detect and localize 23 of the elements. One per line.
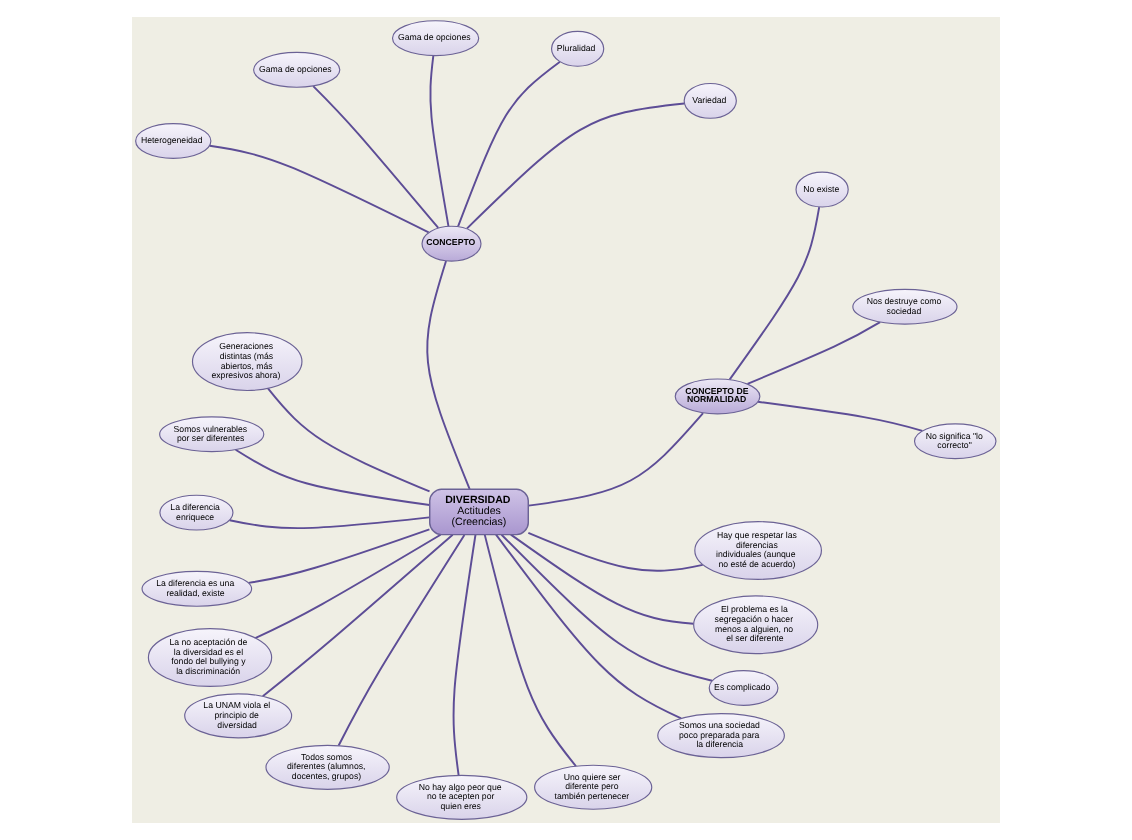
connector: [452, 533, 477, 777]
connector: [261, 533, 454, 698]
connector: [495, 533, 683, 720]
connector: [426, 260, 471, 491]
connector: [728, 206, 821, 381]
connector: [500, 533, 714, 682]
connector: [483, 533, 577, 768]
connector: [234, 448, 431, 507]
connector: [247, 528, 431, 584]
connector: [527, 532, 704, 572]
connector: [509, 533, 695, 625]
connector: [457, 60, 561, 228]
connector: [228, 516, 431, 530]
connector: [465, 102, 686, 230]
connector: [337, 534, 466, 747]
connector: [756, 400, 924, 432]
connector: [208, 144, 430, 234]
connector: [527, 412, 704, 507]
connector: [429, 54, 450, 228]
connector: [746, 321, 882, 385]
connector: [312, 85, 440, 229]
connector: [267, 387, 431, 493]
connector: [254, 533, 442, 639]
